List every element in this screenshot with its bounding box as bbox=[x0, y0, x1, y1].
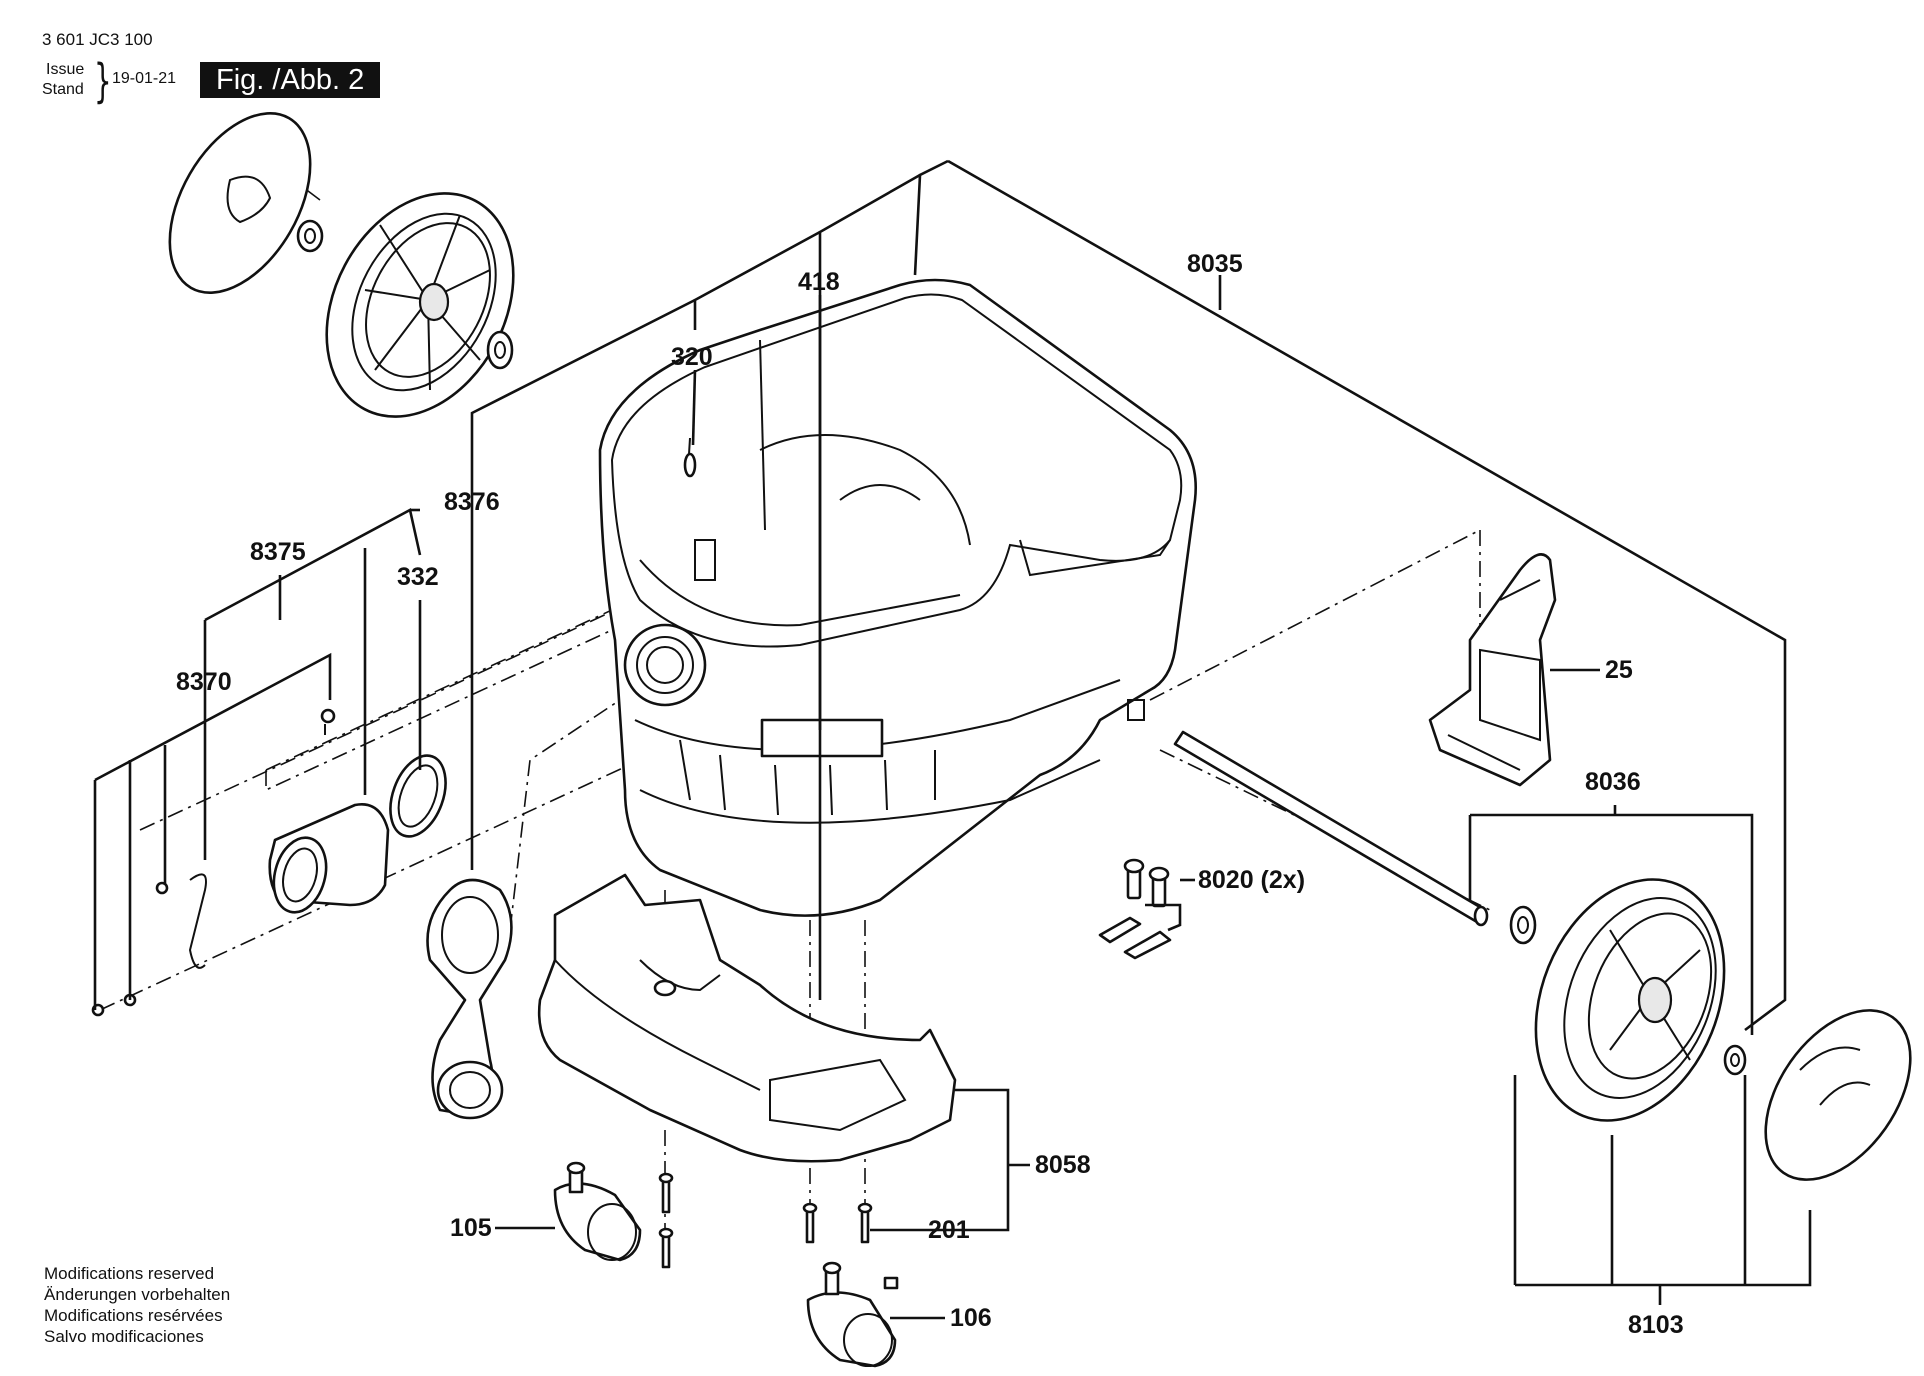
part-label-418: 418 bbox=[798, 268, 840, 296]
base-frame bbox=[537, 873, 957, 1163]
support-bracket bbox=[1428, 553, 1557, 787]
part-label-320: 320 bbox=[671, 343, 713, 371]
casters-and-screws bbox=[553, 1161, 899, 1368]
part-label-332: 332 bbox=[397, 563, 439, 591]
issue-date: 19-01-21 bbox=[112, 70, 177, 87]
document-number: 3 601 JC3 100 bbox=[42, 30, 153, 49]
wheel-left bbox=[325, 192, 515, 418]
part-label-8035: 8035 bbox=[1187, 250, 1243, 278]
hub-cap-right bbox=[1764, 1009, 1912, 1181]
clamp-8376 bbox=[426, 878, 513, 1120]
part-label-8036: 8036 bbox=[1585, 768, 1641, 796]
hose-connector-parts bbox=[91, 437, 697, 1017]
axle-rod bbox=[1173, 730, 1489, 927]
part-label-105: 105 bbox=[450, 1214, 492, 1242]
wheel-right bbox=[1509, 878, 1747, 1122]
part-label-8058: 8058 bbox=[1035, 1151, 1091, 1179]
notice-spanish: Salvo modificaciones bbox=[44, 1327, 204, 1346]
part-label-8376: 8376 bbox=[444, 488, 500, 516]
issue-label: Issue bbox=[46, 61, 85, 78]
part-label-8020: 8020 (2x) bbox=[1198, 866, 1305, 894]
notice-german: Änderungen vorbehalten bbox=[44, 1285, 231, 1304]
part-label-201: 201 bbox=[928, 1216, 970, 1244]
stand-label: Stand bbox=[42, 81, 84, 98]
part-label-8103: 8103 bbox=[1628, 1311, 1684, 1339]
screws-8020 bbox=[1098, 858, 1172, 960]
part-label-25: 25 bbox=[1605, 656, 1633, 684]
hub-cap-left bbox=[168, 112, 324, 294]
notice-french: Modifications resérvées bbox=[44, 1306, 223, 1325]
figure-badge: Fig. /Abb. 2 bbox=[200, 62, 381, 98]
notice-english: Modifications reserved bbox=[44, 1264, 215, 1283]
container-tub bbox=[598, 278, 1197, 917]
part-label-106: 106 bbox=[950, 1304, 992, 1332]
brace-icon: } bbox=[94, 54, 112, 108]
part-label-8370: 8370 bbox=[176, 668, 232, 696]
callout-leaders bbox=[93, 159, 1812, 1320]
part-numbers: 8035 418 320 8376 8375 332 8370 25 8036 … bbox=[176, 250, 1684, 1339]
part-label-8375: 8375 bbox=[250, 538, 306, 566]
